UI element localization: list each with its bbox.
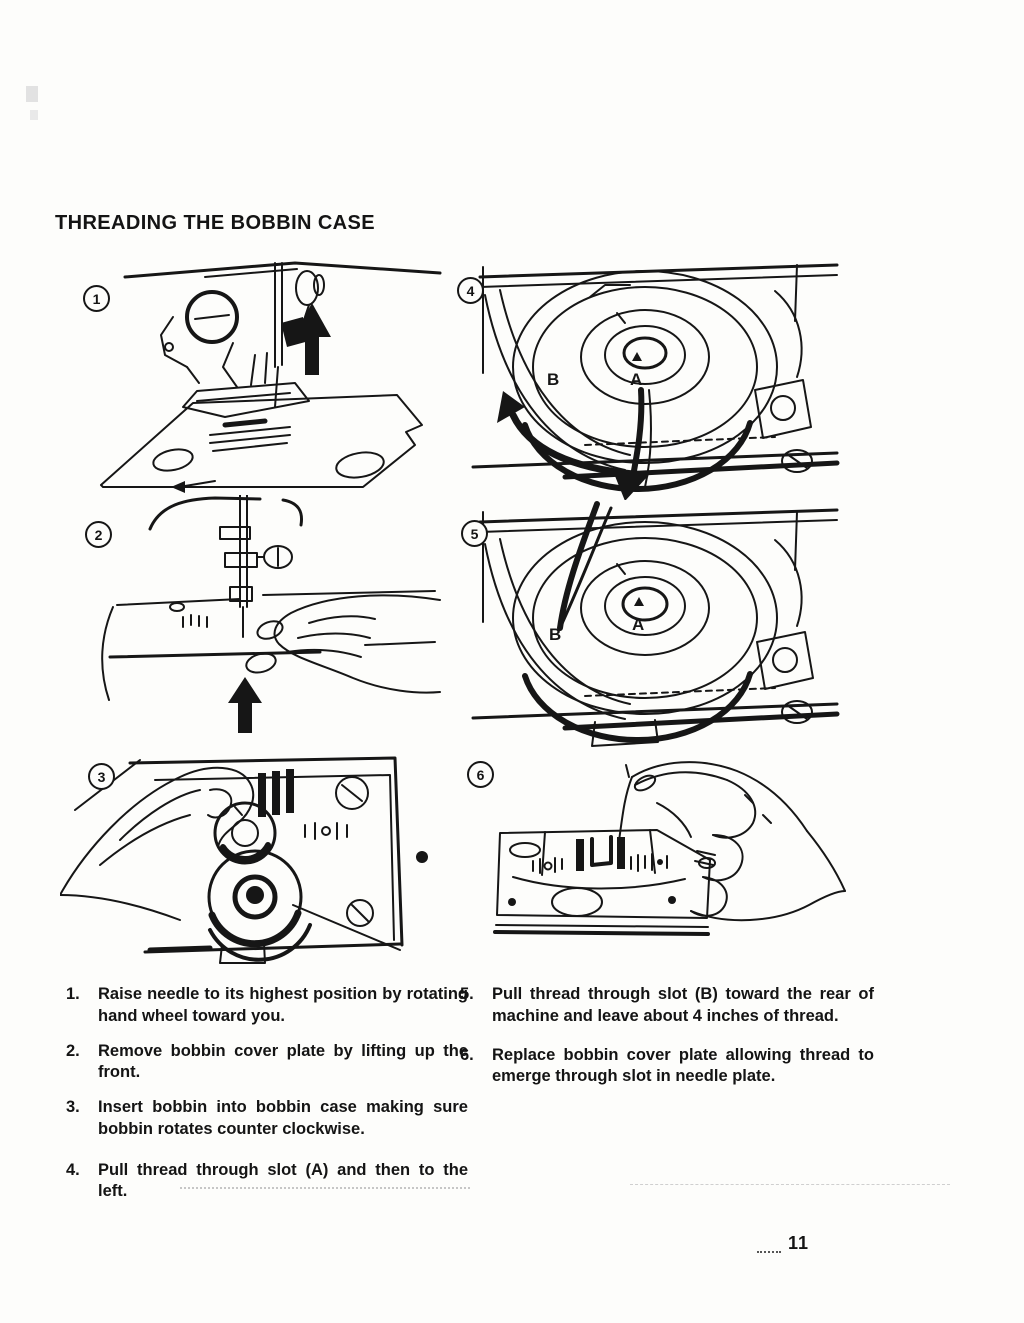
figure-6-illustration [493, 761, 846, 936]
up-arrow [293, 303, 331, 375]
figure-3: 3 [60, 745, 440, 970]
machine-head-arch [148, 496, 303, 531]
step-number: 5. [460, 985, 474, 1003]
bobbin [580, 284, 710, 405]
thread-toward-rear [557, 501, 613, 631]
thread [618, 764, 633, 842]
step-text: Pull thread through slot (A) and then to… [98, 1160, 468, 1201]
figure-5: 5 [445, 500, 840, 750]
figure-2: 2 [65, 495, 445, 735]
bobbin [580, 560, 710, 656]
instructions-left: 1. Raise needle to its highest position … [66, 984, 468, 1203]
machine-body [471, 508, 840, 731]
figure-6-number: 6 [467, 761, 494, 788]
hand [60, 766, 255, 921]
needle-plate [100, 394, 423, 493]
instruction-step-4: 4. Pull thread through slot (A) and then… [66, 1160, 468, 1204]
step-number: 4. [66, 1160, 80, 1179]
seam-guide-marks [532, 853, 668, 874]
scan-artifact-dash [757, 1251, 781, 1253]
needle-plate-area [74, 756, 404, 964]
slot-a-label: A [632, 615, 644, 634]
instruction-step-2: 2. Remove bobbin cover plate by lifting … [66, 1041, 468, 1085]
presser-foot [160, 290, 310, 418]
figure-3-illustration [60, 756, 428, 964]
bobbin-case-outline [512, 270, 812, 493]
figure-1-illustration [100, 261, 442, 493]
step-number: 6. [460, 1045, 474, 1064]
figure-3-number: 3 [88, 763, 115, 790]
figure-4: 4 [445, 255, 840, 500]
instruction-step-1: 1. Raise needle to its highest position … [66, 984, 468, 1028]
machine-body [471, 263, 840, 480]
bobbin [213, 801, 277, 865]
figure-5-illustration: A B [471, 501, 840, 747]
instruction-step-5: 5. Pull thread through slot (B) toward t… [460, 984, 874, 1028]
scan-artifact-line [630, 1184, 950, 1185]
figure-1: 1 [65, 255, 445, 495]
step-number: 3. [66, 1098, 80, 1117]
instruction-step-3: 3. Insert bobbin into bobbin case making… [66, 1097, 468, 1141]
figure-2-illustration [101, 495, 441, 733]
slot-a-pointer [634, 597, 644, 606]
instructions-right: 5. Pull thread through slot (B) toward t… [460, 984, 874, 1088]
up-arrow [228, 677, 262, 733]
hand [631, 761, 846, 922]
feed-dog-slots [576, 835, 625, 871]
slot-b-label: B [547, 370, 559, 389]
rotation-arrow [497, 391, 649, 479]
slot-b-label: B [549, 625, 561, 644]
step-text: Pull thread through slot (B) toward the … [492, 985, 874, 1025]
step-text: Replace bobbin cover plate allowing thre… [492, 1045, 874, 1086]
scan-artifact-speck [30, 110, 38, 120]
step-number: 2. [66, 1041, 80, 1060]
figure-2-number: 2 [85, 521, 112, 548]
step-text: Remove bobbin cover plate by lifting up … [98, 1041, 468, 1082]
bobbin-case [207, 849, 312, 962]
page-number: 11 [788, 1233, 810, 1253]
slot-a-pointer [632, 352, 642, 361]
scan-artifact-speck [26, 86, 38, 102]
machine-bed [101, 590, 436, 701]
figure-5-number: 5 [461, 520, 488, 547]
figure-6: 6 [445, 755, 865, 975]
step-text: Raise needle to its highest position by … [98, 985, 468, 1025]
step-number: 1. [66, 985, 80, 1003]
figure-4-number: 4 [457, 277, 484, 304]
figure-4-illustration: A B [471, 263, 840, 500]
step-text: Insert bobbin into bobbin case making su… [98, 1098, 468, 1138]
needle-bar [219, 495, 293, 638]
scan-dot [416, 851, 428, 863]
hand [245, 594, 441, 694]
needle-plate [493, 829, 711, 936]
bobbin-case-outline [512, 521, 814, 747]
page-title: THREADING THE BOBBIN CASE [55, 212, 376, 234]
scan-artifact-line [180, 1187, 470, 1189]
slot-a-label: A [630, 370, 642, 389]
figure-1-number: 1 [83, 285, 110, 312]
instruction-step-6: 6. Replace bobbin cover plate allowing t… [460, 1045, 874, 1089]
